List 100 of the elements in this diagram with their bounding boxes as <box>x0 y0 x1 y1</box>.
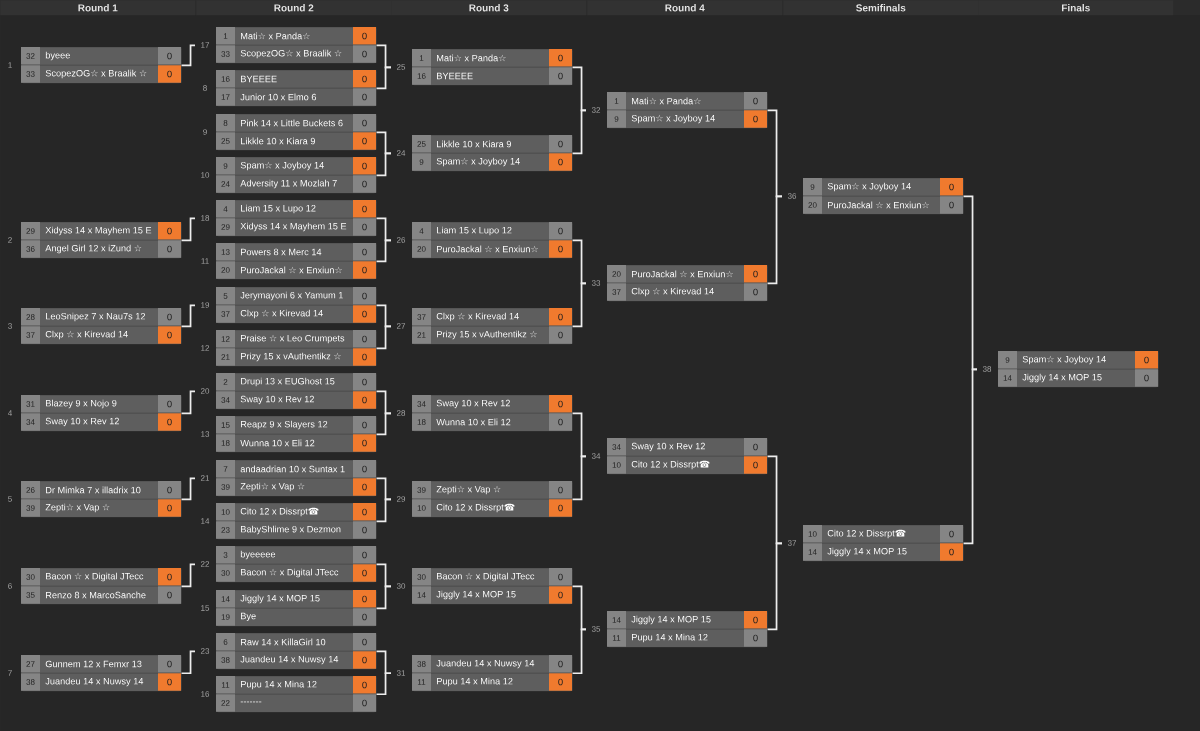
team-name: Prizy 15 x vAuthentikz ☆ <box>437 330 537 340</box>
seed-cell: 37 <box>607 283 626 301</box>
score-cell: 0 <box>353 330 376 348</box>
team-name: Cito 12 x Dissrpt☎ <box>827 529 906 539</box>
score-cell: 0 <box>353 434 376 452</box>
seed-cell: 14 <box>216 590 235 608</box>
team-name: Angel Girl 12 x iZund ☆ <box>45 244 142 254</box>
team-name: Mati☆ x Panda☆ <box>632 97 701 105</box>
seed-cell: 12 <box>216 330 235 348</box>
score-cell: 0 <box>353 243 376 261</box>
match-number: 27 <box>396 323 406 329</box>
score-cell: 0 <box>353 218 376 236</box>
score-cell: 0 <box>353 478 376 496</box>
team-name: Sway 10 x Rev 12 <box>240 395 314 405</box>
bracket-line <box>375 412 392 436</box>
score-cell: 0 <box>353 200 376 218</box>
team-name: Powers 8 x Merc 14 <box>241 248 322 256</box>
team-name: PuroJackal ☆ x Enxiun☆ <box>632 270 734 278</box>
team-name: Adversity 11 x Mozlah 7 <box>240 179 337 189</box>
team-name: Pink 14 x Little Buckets 6 <box>241 119 343 127</box>
bracket-line <box>375 325 392 350</box>
node-label: Round 2 <box>274 4 314 12</box>
seed-cell: 10 <box>216 503 235 521</box>
seed-cell: 7 <box>216 460 235 478</box>
seed-cell: 29 <box>21 222 40 240</box>
team-name: Spam☆ x Joyboy 14 <box>240 161 324 171</box>
seed-cell: 20 <box>412 240 431 258</box>
team-name: ScopezOG☆ x Braalik ☆ <box>240 49 342 59</box>
team-name: Clxp ☆ x Kirevad 14 <box>240 309 323 319</box>
seed-cell: 21 <box>412 326 431 344</box>
score-cell: 0 <box>549 67 572 85</box>
team-name: Clxp ☆ x Kirevad 14 <box>45 330 128 340</box>
team-name: Junior 10 x Elmo 6 <box>240 93 317 101</box>
team-name: Pupu 14 x Mina 12 <box>437 677 513 687</box>
bracket-line <box>766 542 783 631</box>
match-number: 38 <box>982 366 992 372</box>
seed-cell: 33 <box>21 65 40 83</box>
seed-cell: 14 <box>412 586 431 604</box>
seed-cell: 38 <box>216 651 235 669</box>
seed-cell: 9 <box>607 110 626 128</box>
match-number: 28 <box>396 410 406 416</box>
match-number: 13 <box>201 431 210 437</box>
team-name: Reapz 9 x Slayers 12 <box>241 420 328 430</box>
match-number: 18 <box>201 215 210 221</box>
team-name: byeee <box>45 51 70 61</box>
score-cell: 0 <box>744 110 767 128</box>
match-number: 1 <box>8 62 12 68</box>
match-number: 32 <box>591 107 601 113</box>
seed-cell: 13 <box>216 243 235 261</box>
score-cell: 0 <box>353 348 376 366</box>
seed-cell: 25 <box>412 135 431 153</box>
node-label: Round 1 <box>78 4 118 12</box>
team-name: Pupu 14 x Mina 12 <box>632 633 708 643</box>
score-cell: 0 <box>158 586 181 604</box>
score-cell: 0 <box>158 413 181 431</box>
score-cell: 0 <box>158 222 181 240</box>
seed-cell: 29 <box>216 218 235 236</box>
team-name: Jerymayoni 6 x Yamum 1 <box>240 291 343 301</box>
match-number: 9 <box>203 129 207 135</box>
match-number: 14 <box>201 518 210 524</box>
team-name: Liam 15 x Lupo 12 <box>241 204 316 214</box>
seed-cell: 8 <box>216 114 235 132</box>
seed-cell: 11 <box>607 629 626 647</box>
node-label: Finals <box>1061 4 1090 12</box>
bracket-line <box>571 282 587 328</box>
seed-cell: 10 <box>412 499 431 517</box>
team-name: Praise ☆ x Leo Crumpets <box>241 334 345 344</box>
round-header: Finals <box>978 0 1174 16</box>
bracket-line <box>375 152 392 177</box>
match-number: 22 <box>200 561 210 567</box>
match-number: 31 <box>396 670 406 676</box>
score-cell: 0 <box>549 413 572 431</box>
score-cell: 0 <box>549 222 572 240</box>
seed-cell: 38 <box>21 673 40 691</box>
round-header: Round 1 <box>0 0 196 16</box>
match-number: 29 <box>396 496 406 502</box>
bracket-line <box>571 109 587 155</box>
match-number: 37 <box>787 540 797 546</box>
match-number: 34 <box>591 453 601 459</box>
score-cell: 0 <box>1135 369 1158 387</box>
team-name: PuroJackal ☆ x Enxiun☆ <box>828 201 930 209</box>
score-cell: 0 <box>744 456 767 474</box>
seed-cell: 19 <box>216 608 235 626</box>
match-number: 26 <box>396 237 406 243</box>
bracket-line <box>180 477 196 501</box>
seed-cell: 24 <box>216 175 235 193</box>
team-name: Sway 10 x Rev 12 <box>631 442 705 452</box>
score-cell: 0 <box>549 153 572 171</box>
seed-cell: 35 <box>21 586 40 604</box>
bracket-line <box>375 66 392 90</box>
team-name: Bye <box>241 612 256 622</box>
score-cell: 0 <box>158 65 181 83</box>
score-cell: 0 <box>744 283 767 301</box>
seed-cell: 22 <box>216 694 235 712</box>
match-number: 2 <box>8 237 12 243</box>
team-name: Xidyss 14 x Mayhem 15 E <box>45 226 152 236</box>
team-name: Jiggly 14 x MOP 15 <box>240 594 320 604</box>
team-name: Juandeu 14 x Nuwsy 14 <box>45 677 144 687</box>
bracket-line <box>180 44 196 67</box>
score-cell: 0 <box>549 135 572 153</box>
